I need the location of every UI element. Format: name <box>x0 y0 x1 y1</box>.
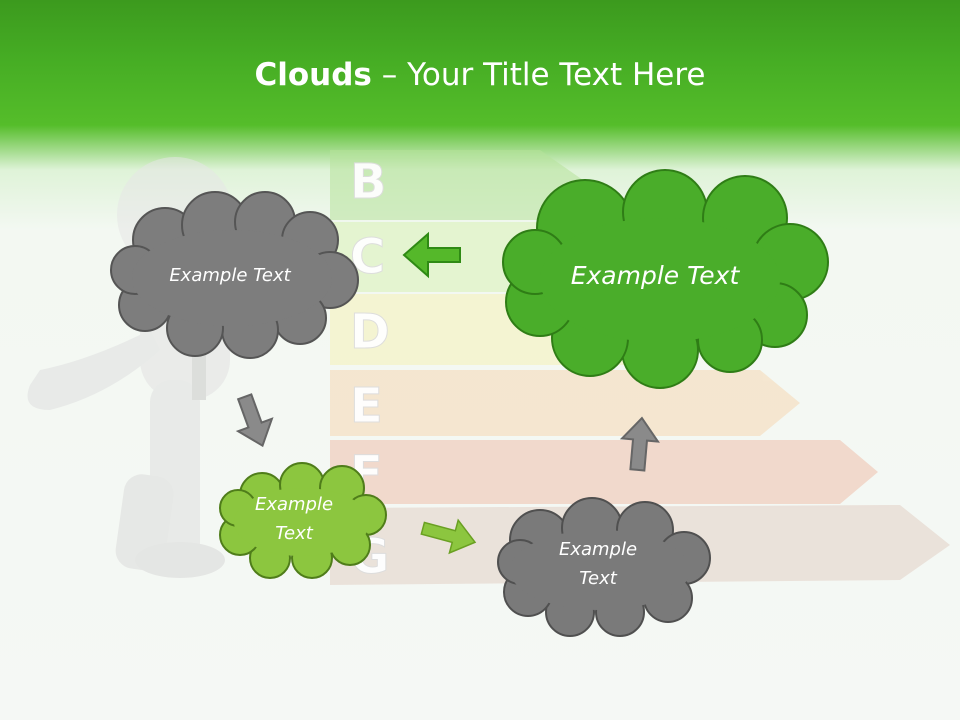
cloud-text-gray-large: Example Text <box>169 264 291 286</box>
cloud-text-lightgreen-small: Example Text <box>254 494 334 544</box>
cloud-green-large <box>502 169 829 389</box>
arrow-down-icon <box>235 393 274 448</box>
slide-title: Clouds – Your Title Text Here <box>0 52 960 98</box>
cloud-text-green-large: Example Text <box>570 260 740 290</box>
title-bold: Clouds <box>254 57 372 93</box>
rating-letter-b: B <box>350 154 387 210</box>
cloud-gray-small <box>497 497 711 637</box>
cloud-text-gray-small: Example Text <box>558 539 638 589</box>
rating-letter-d: D <box>350 304 390 360</box>
title-separator: – <box>371 57 408 93</box>
cloud-lightgreen-small <box>219 462 387 579</box>
title-rest: Your Title Text Here <box>407 57 706 93</box>
arrow-left-icon <box>402 231 461 279</box>
arrow-up-icon <box>619 416 660 472</box>
rating-letter-e: E <box>350 378 383 434</box>
arrow-right-icon <box>420 518 477 555</box>
cloud-gray-large <box>110 191 359 359</box>
